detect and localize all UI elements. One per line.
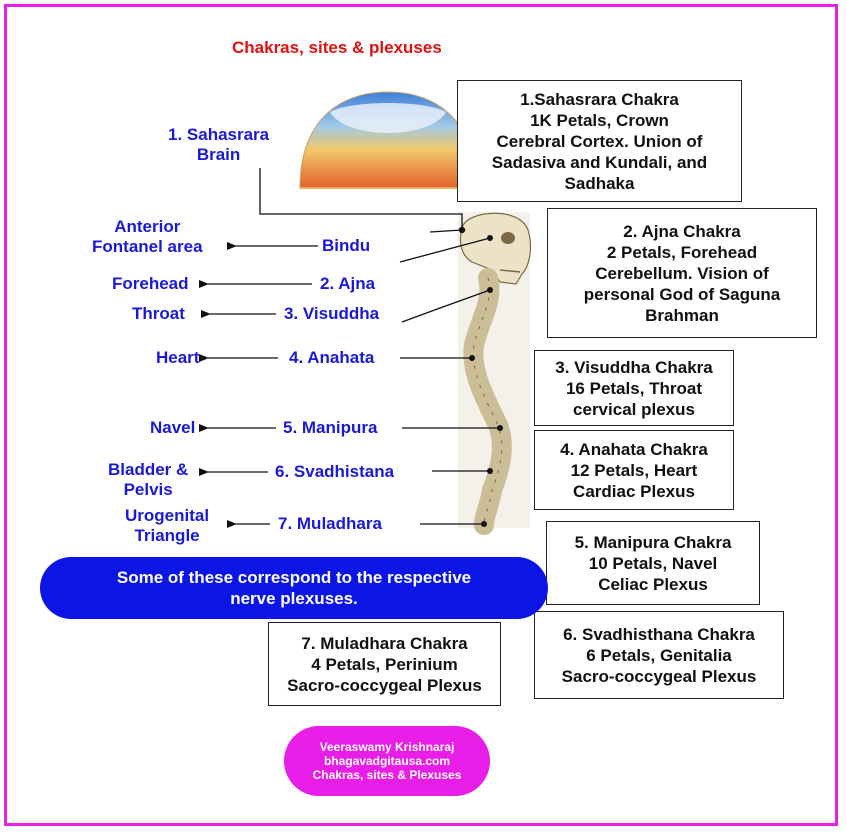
- connector-lines: [259, 168, 500, 525]
- spine-image: [458, 212, 532, 535]
- label-sahasrara-brain: 1. Sahasrara Brain: [168, 125, 270, 164]
- chakra-label-manipura: 5. Manipura: [283, 418, 378, 437]
- label-heart: Heart: [156, 348, 200, 367]
- label-navel: Navel: [150, 418, 196, 437]
- chakra-label-muladhara: 7. Muladhara: [278, 514, 382, 533]
- chakra-label-bindu: Bindu: [322, 236, 371, 255]
- connector-dots: [458, 226, 503, 527]
- label-bladder-pelvis: Bladder & Pelvis: [108, 460, 189, 499]
- credit-badge: Veeraswamy Krishnaraj bhagavadgitausa.co…: [284, 726, 490, 796]
- label-forehead: Forehead: [112, 274, 189, 293]
- chakra-label-svadhistana: 6. Svadhistana: [275, 462, 395, 481]
- brain-image: [299, 91, 477, 189]
- label-urogenital-triangle: Urogenital Triangle: [125, 506, 210, 545]
- chakra-label-anahata: 4. Anahata: [289, 348, 375, 367]
- page-frame: [4, 4, 838, 826]
- chakra-label-ajna: 2. Ajna: [320, 274, 376, 293]
- note-banner: Some of these correspond to the respecti…: [40, 557, 548, 619]
- chakra-label-visuddha: 3. Visuddha: [284, 304, 380, 323]
- label-anterior-fontanel: Anterior Fontanel area: [92, 217, 203, 256]
- site-arrows: [199, 242, 318, 528]
- label-throat: Throat: [132, 304, 185, 323]
